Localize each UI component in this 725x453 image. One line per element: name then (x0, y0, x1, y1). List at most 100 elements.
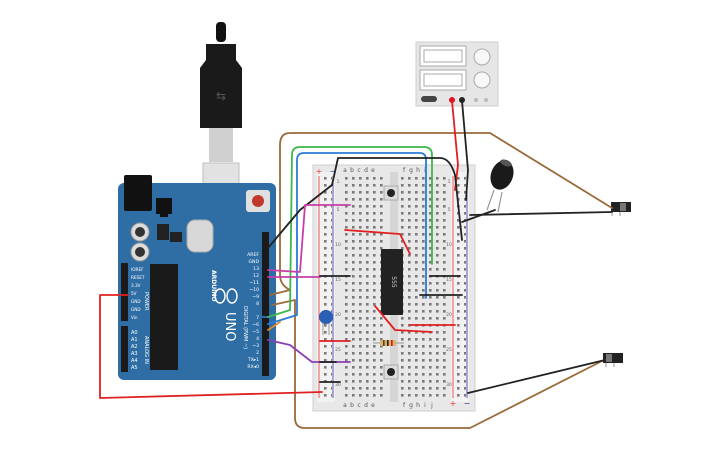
power-title: POWER (143, 292, 149, 311)
wire-brown-bottom (271, 299, 605, 429)
power-rail-right[interactable] (456, 176, 466, 398)
rail-polarity-labels: + − + − (316, 167, 471, 408)
svg-text:~3: ~3 (252, 343, 259, 349)
row-numbers: 1 5 10 15 20 25 30 1 5 10 15 20 25 30 (335, 179, 452, 388)
svg-text:A4: A4 (131, 358, 138, 364)
power-jack (124, 175, 152, 211)
svg-text:−: − (464, 399, 471, 408)
svg-text:AREF: AREF (247, 252, 259, 258)
svg-text:b: b (350, 167, 354, 174)
model-label: UNO (222, 312, 237, 341)
pushbutton-top[interactable] (383, 185, 399, 201)
svg-text:1: 1 (337, 179, 340, 185)
svg-text:~11: ~11 (249, 280, 259, 286)
timer-555-chip[interactable] (381, 249, 403, 315)
svg-text:3.3V: 3.3V (131, 283, 141, 288)
svg-text:20: 20 (335, 312, 341, 318)
svg-text:h: h (416, 402, 420, 409)
svg-text:8: 8 (256, 301, 259, 307)
column-labels-bottom: a b c d e f g h i j (343, 402, 433, 409)
positive-terminal[interactable] (449, 97, 455, 103)
wire-black-switch-bottom (467, 359, 606, 394)
power-switch[interactable] (421, 96, 437, 102)
svg-text:IOREF: IOREF (131, 267, 144, 272)
svg-text:i: i (424, 402, 426, 409)
svg-text:2: 2 (256, 350, 259, 356)
terminal-strip-right[interactable] (401, 176, 446, 398)
analog-title: ANALOG IN (143, 336, 149, 364)
svg-text:d: d (364, 167, 368, 174)
svg-text:5V: 5V (131, 291, 137, 296)
svg-text:A1: A1 (131, 337, 138, 343)
wire-magenta-13 (267, 204, 351, 273)
svg-text:15: 15 (446, 277, 452, 283)
power-header[interactable] (121, 263, 128, 321)
svg-text:Vin: Vin (131, 315, 138, 320)
svg-text:a: a (343, 167, 347, 174)
slide-switch-top[interactable] (611, 202, 631, 216)
svg-text:+: + (450, 399, 457, 408)
svg-text:~10: ~10 (249, 287, 259, 293)
wire-red-5v (99, 294, 323, 399)
svg-text:−: − (330, 167, 337, 176)
svg-text:30: 30 (335, 382, 341, 388)
svg-text:A5: A5 (131, 365, 138, 371)
brand-label: ARDUINO (210, 270, 217, 301)
terminal-strip-left[interactable] (342, 176, 387, 398)
svg-text:g: g (409, 402, 413, 409)
wire-blue (267, 152, 427, 325)
slide-switch-bottom[interactable] (603, 353, 623, 367)
wire-black-gnd (267, 157, 463, 249)
current-knob[interactable] (473, 71, 491, 89)
power-header-labels: IOREF RESET 3.3V 5V GND GND Vin (131, 267, 145, 320)
voltage-knob[interactable] (473, 48, 491, 66)
svg-text:f: f (403, 167, 406, 174)
wire-orange (267, 321, 281, 331)
arduino-uno-board[interactable]: IOREF RESET 3.3V 5V GND GND Vin POWER A0… (118, 175, 276, 380)
svg-text:13: 13 (253, 266, 259, 272)
svg-text:A2: A2 (131, 344, 138, 350)
wire-black-supply (461, 100, 469, 201)
breadboard[interactable]: a b c d e f g h i j a b c d e f g h i j … (312, 164, 476, 412)
electrolytic-capacitor[interactable] (486, 157, 518, 213)
voltage-display (419, 45, 467, 67)
wires[interactable] (99, 100, 613, 429)
dc-power-supply[interactable] (415, 41, 499, 107)
svg-text:g: g (409, 167, 413, 174)
wire-black-cap (461, 209, 496, 223)
wire-red-bb-2 (374, 305, 433, 333)
svg-text:+: + (316, 167, 323, 176)
svg-text:⇆: ⇆ (216, 89, 226, 103)
svg-text:4: 4 (256, 336, 259, 342)
svg-text:A0: A0 (131, 330, 138, 336)
digital-header-high[interactable] (262, 232, 269, 316)
svg-text:d: d (364, 402, 368, 409)
digital-title: DIGITAL (PWM ~) (242, 306, 248, 349)
digital-header-labels: AREF GND 13 12 ~11 ~10 ~9 8 7 ~6 ~5 4 ~3… (247, 252, 260, 370)
svg-text:GND: GND (131, 307, 141, 312)
svg-text:5: 5 (448, 207, 451, 213)
svg-text:15: 15 (335, 277, 341, 283)
wire-green (267, 146, 433, 318)
svg-text:a: a (343, 402, 347, 409)
svg-text:12: 12 (253, 273, 259, 279)
svg-text:c: c (357, 167, 360, 174)
svg-text:A3: A3 (131, 351, 138, 357)
wire-black-switch-top (469, 211, 613, 216)
power-rail-left[interactable] (322, 176, 332, 398)
pushbutton-bottom[interactable] (383, 364, 399, 380)
chip-label: 555 (390, 276, 397, 288)
analog-header-labels: A0 A1 A2 A3 A4 A5 (131, 330, 138, 371)
svg-text:h: h (416, 167, 420, 174)
resistor[interactable] (373, 340, 404, 346)
digital-header-low[interactable] (262, 318, 269, 376)
wire-brown-loop (269, 132, 613, 296)
svg-text:e: e (371, 167, 375, 174)
negative-terminal[interactable] (459, 97, 465, 103)
svg-text:10: 10 (446, 242, 452, 248)
ceramic-capacitor[interactable] (319, 310, 333, 335)
svg-text:RX◂0: RX◂0 (247, 364, 259, 370)
svg-text:RESET: RESET (131, 275, 145, 280)
analog-header[interactable] (121, 326, 128, 372)
